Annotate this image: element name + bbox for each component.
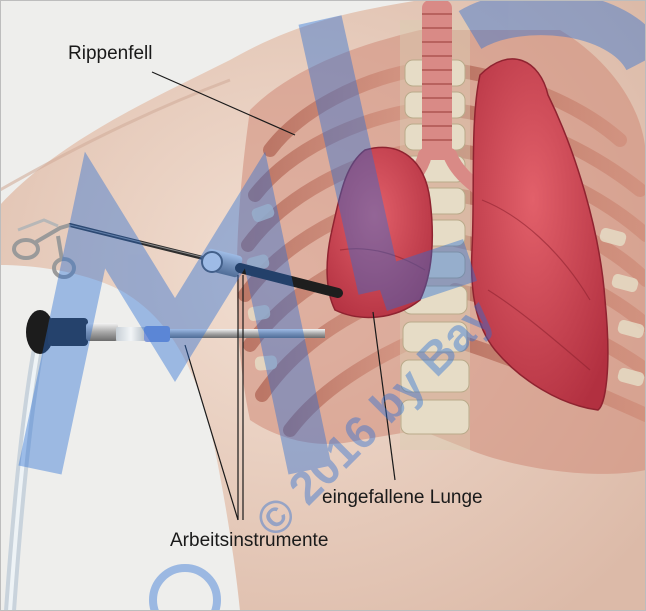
label-collapsed-lung: eingefallene Lunge bbox=[322, 488, 483, 507]
label-rippenfell: Rippenfell bbox=[68, 44, 153, 63]
label-instruments: Arbeitsinstrumente bbox=[170, 531, 328, 550]
